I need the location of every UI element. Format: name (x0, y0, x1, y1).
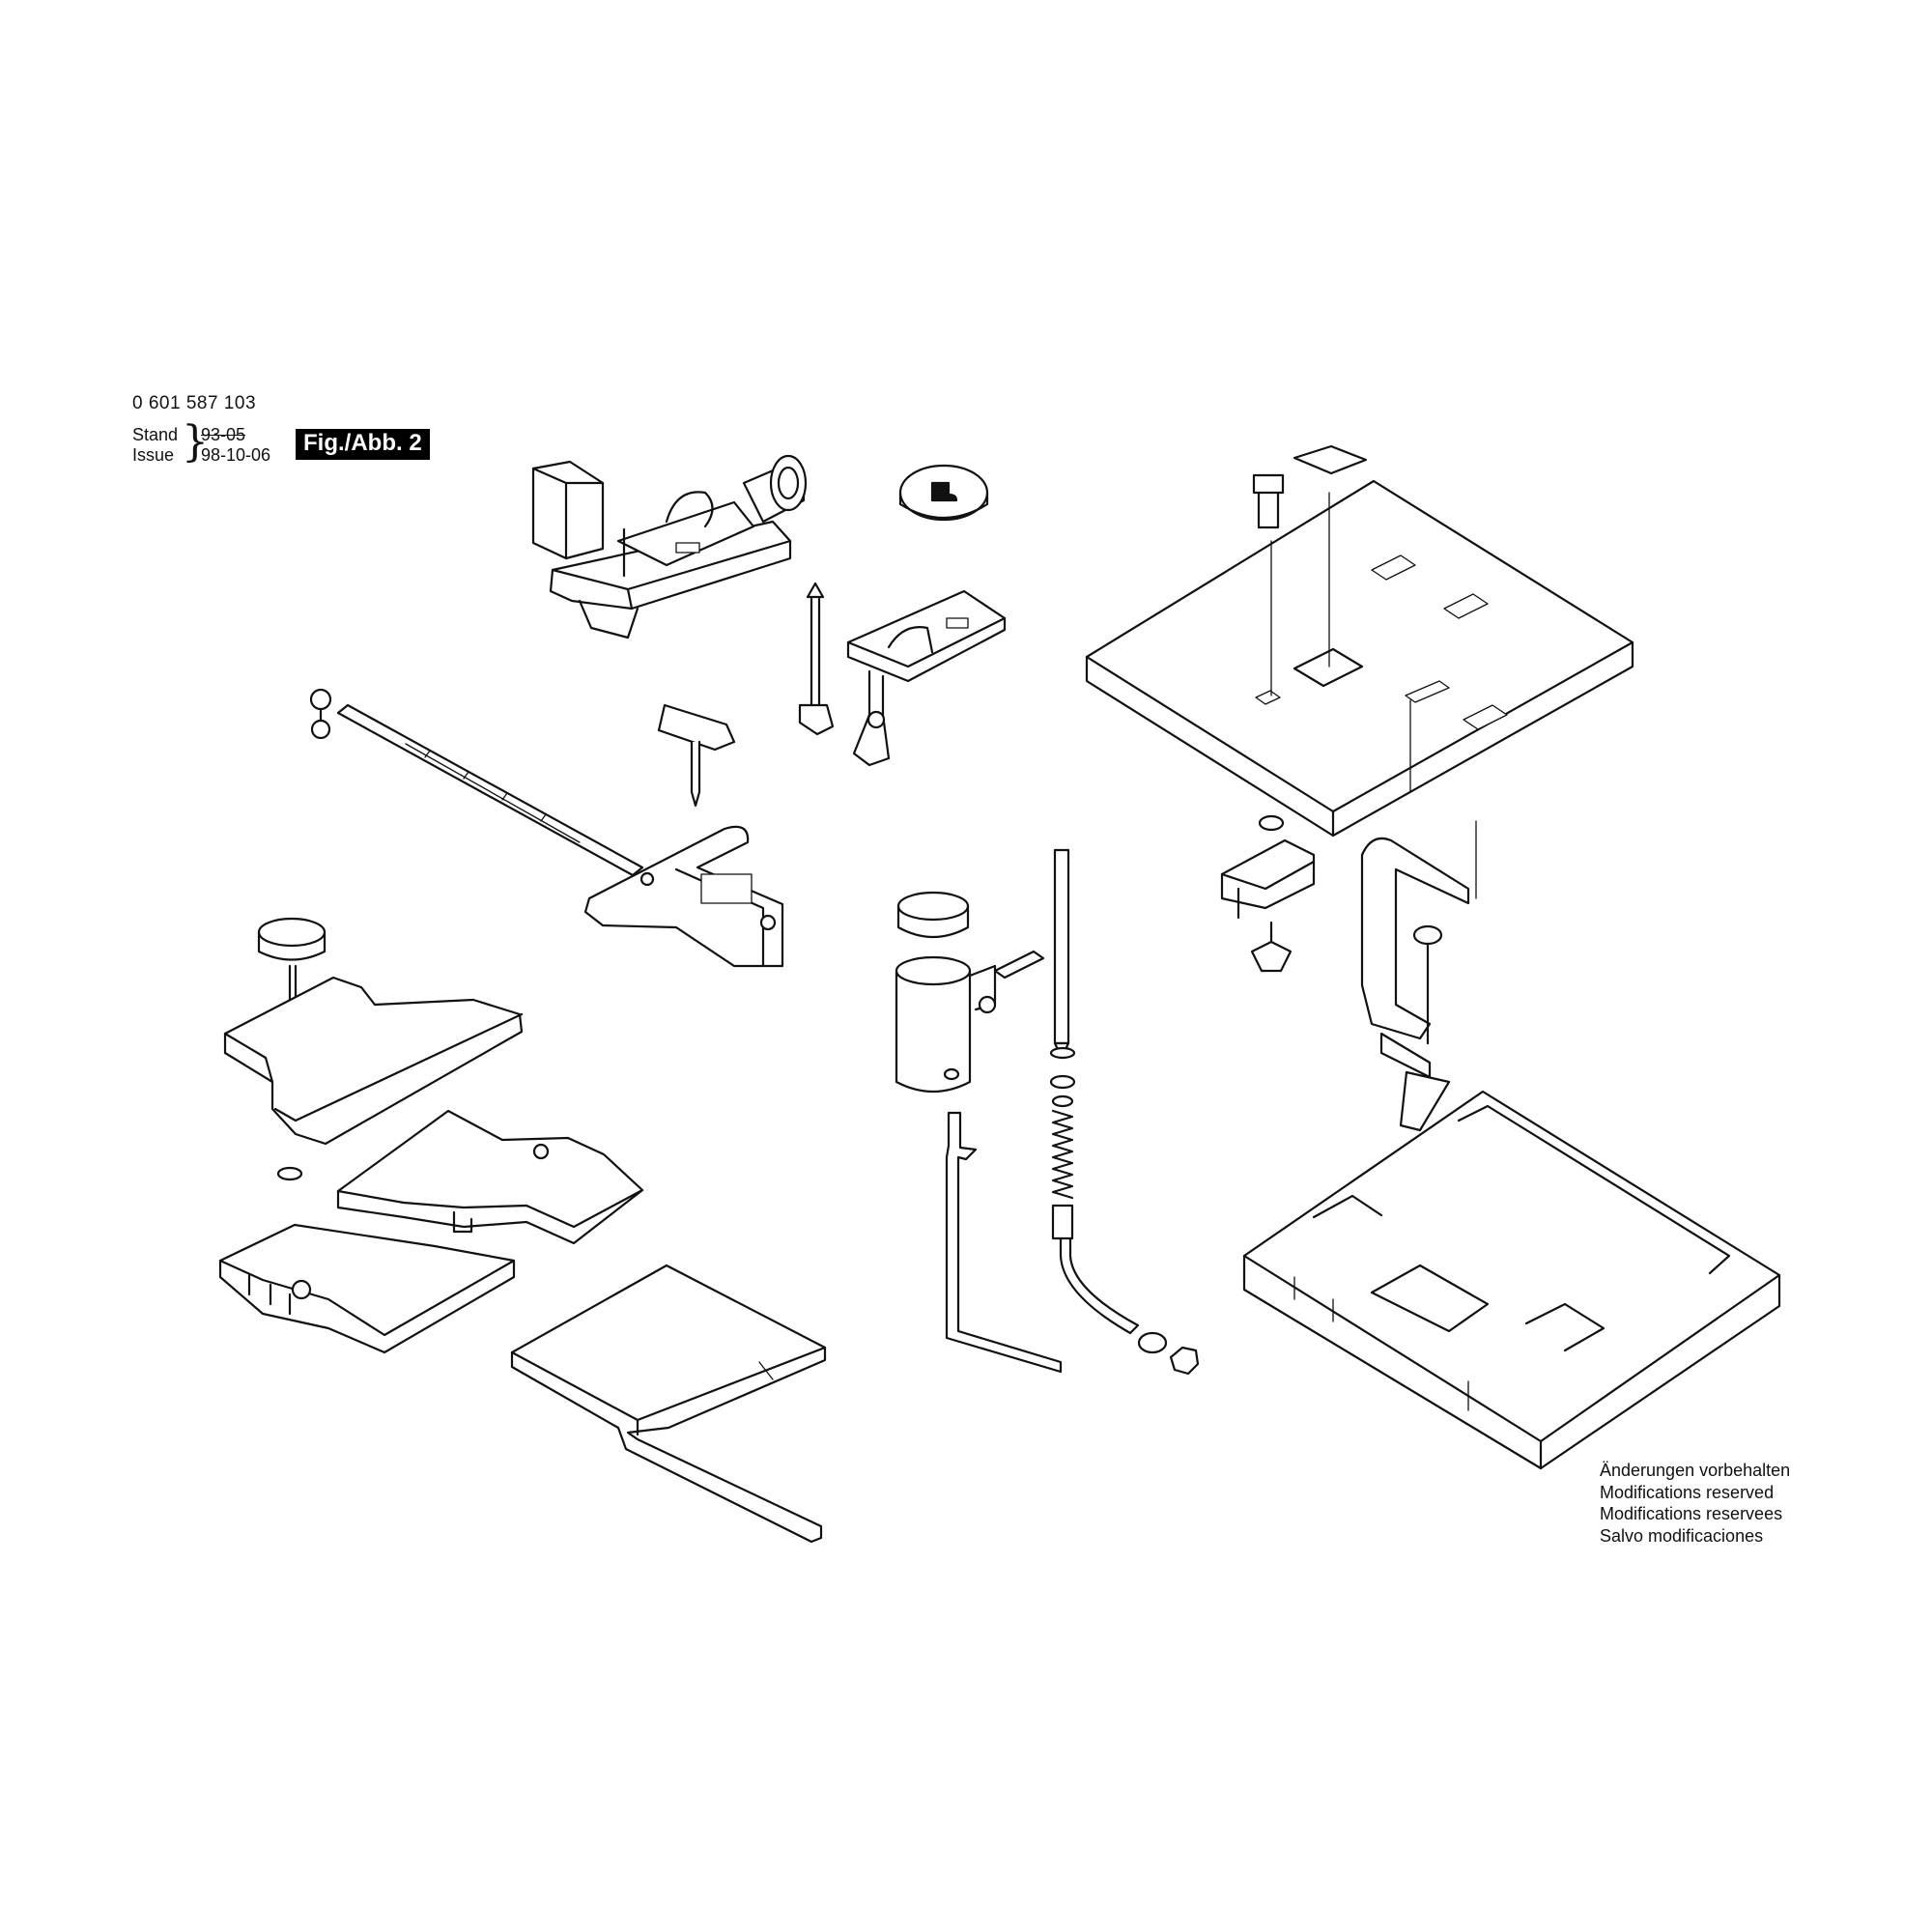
splinter-guard-part (218, 1223, 516, 1354)
circle-cutter-ruler-part (309, 688, 784, 968)
modifications-line-de: Änderungen vorbehalten (1600, 1461, 1791, 1480)
table-plate-part (1085, 444, 1634, 838)
stand-date: 93-05 (201, 425, 246, 444)
modifications-note: Änderungen vorbehalten Modifications res… (1600, 1460, 1790, 1547)
issue-date: 98-10-06 (201, 445, 271, 465)
modifications-line-fr: Modifications reservees (1600, 1504, 1783, 1523)
brace-glyph: } (182, 417, 209, 467)
shoe-plate-part (336, 1109, 644, 1245)
guide-shoe-part (846, 589, 1007, 767)
modifications-line-en: Modifications reserved (1600, 1482, 1775, 1502)
l-shaped-rod-part (945, 1111, 1063, 1374)
knob-splinter-plate-part (223, 917, 524, 1181)
figure-label: Fig./Abb. 2 (296, 429, 430, 460)
c-clamp-part (1360, 820, 1477, 1132)
base-plate-part (510, 1264, 827, 1544)
table-clamp-part (1220, 814, 1316, 973)
modifications-line-es: Salvo modificaciones (1600, 1525, 1764, 1546)
dust-extraction-tube-part (895, 891, 1045, 1094)
stand-label: Stand (132, 425, 179, 444)
guide-disc-part (898, 464, 989, 522)
carrying-case-part (1242, 1090, 1781, 1470)
issue-label: Issue (132, 445, 175, 465)
guide-pin-part (798, 582, 835, 736)
centering-pin-part (657, 703, 736, 808)
saw-base-guide-part (531, 454, 808, 639)
document-number: 0 601 587 103 (132, 393, 257, 413)
threaded-rod-spring-part (1049, 848, 1200, 1376)
